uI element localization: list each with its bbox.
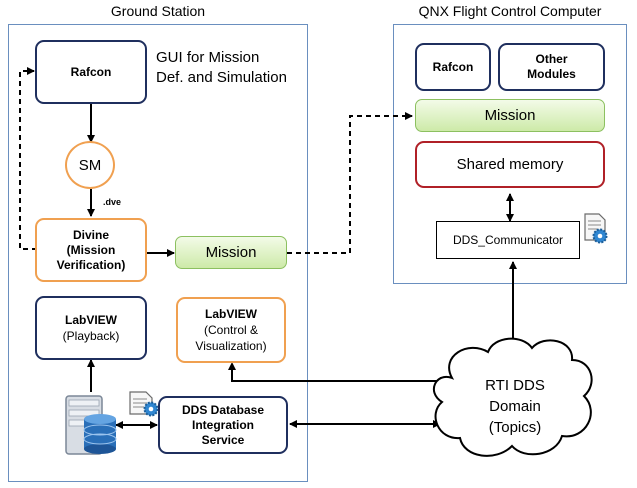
mission-box-ground: Mission	[175, 236, 287, 269]
dds-db-line2: Integration	[192, 417, 254, 432]
gui-label: GUI for Mission Def. and Simulation	[156, 48, 287, 88]
qnx-title: QNX Flight Control Computer	[418, 3, 602, 19]
shared-memory-label: Shared memory	[456, 156, 564, 173]
shared-memory-box: Shared memory	[415, 141, 605, 188]
mission-box-qnx: Mission	[415, 99, 605, 132]
labview-playback-line2: (Playback)	[62, 328, 120, 343]
edge-mission-qnx-dashed	[287, 112, 413, 254]
dds-db-line3: Service	[201, 432, 245, 447]
rti-label: RTI DDS Domain (Topics)	[450, 375, 580, 438]
rti-cloud	[432, 337, 593, 457]
rti-line3: (Topics)	[488, 419, 542, 436]
document-gear-icon	[584, 213, 608, 244]
edge-divine-rafcon-dashed	[19, 67, 37, 250]
labview-control-box: LabVIEW (Control & Visualization)	[176, 297, 286, 363]
labview-control-line1: LabVIEW	[204, 306, 257, 321]
divine-line2: (Mission	[66, 242, 116, 257]
other-modules-line2: Modules	[527, 67, 576, 81]
sm-label: SM	[78, 156, 102, 174]
labview-playback-box: LabVIEW (Playback)	[35, 296, 147, 360]
dds-communicator-label: DDS_Communicator	[452, 233, 564, 247]
sm-node: SM	[65, 141, 115, 189]
server-database-icon	[65, 395, 117, 455]
labview-playback-line1: LabVIEW	[64, 312, 117, 327]
rafcon-box: Rafcon	[35, 40, 147, 104]
labview-control-line3: Visualization)	[195, 338, 267, 353]
rti-line2: Domain	[489, 398, 541, 415]
gui-label-line1: GUI for Mission	[156, 49, 260, 66]
divine-box: Divine (Mission Verification)	[35, 218, 147, 282]
dds-communicator-box: DDS_Communicator	[436, 221, 580, 259]
dve-label: .dve	[103, 197, 122, 207]
qnx-rafcon-box: Rafcon	[415, 43, 491, 91]
qnx-rafcon-label: Rafcon	[432, 59, 474, 74]
document-gear-icon	[129, 391, 159, 417]
rafcon-label: Rafcon	[70, 64, 112, 79]
gui-label-line2: Def. and Simulation	[156, 69, 287, 86]
mission-label-qnx: Mission	[484, 107, 536, 124]
mission-label-ground: Mission	[205, 244, 257, 261]
dds-db-line1: DDS Database	[181, 402, 265, 417]
divine-line1: Divine	[72, 227, 109, 242]
rti-line1: RTI DDS	[485, 377, 545, 394]
other-modules-line1: Other	[535, 52, 568, 66]
dds-database-box: DDS Database Integration Service	[158, 396, 288, 454]
edge-labview-rti	[231, 368, 448, 385]
ground-station-title: Ground Station	[110, 3, 206, 19]
other-modules-box: Other Modules	[498, 43, 605, 91]
labview-control-line2: (Control &	[203, 322, 259, 337]
divine-line3: Verification)	[56, 257, 126, 272]
